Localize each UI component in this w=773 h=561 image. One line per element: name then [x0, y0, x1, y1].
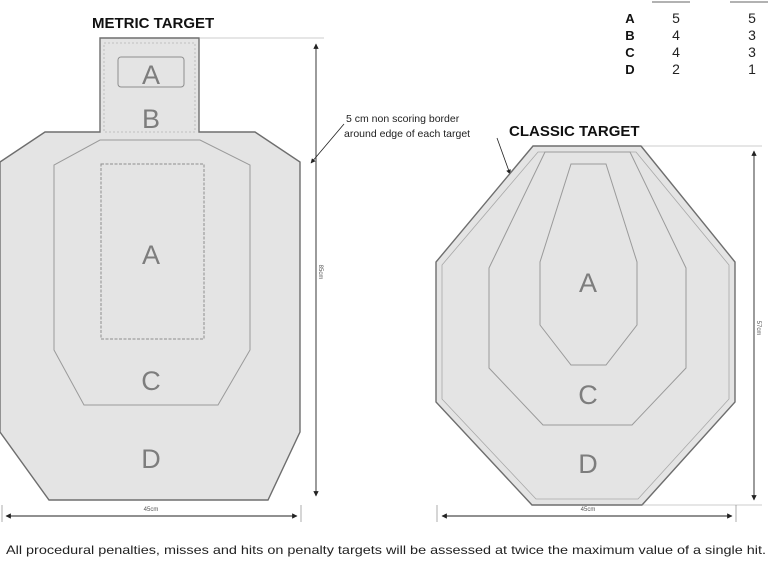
metric-zone-c-label: C — [141, 366, 161, 396]
score-zone-label: B — [625, 28, 634, 43]
score-value-classic: 1 — [748, 61, 756, 77]
metric-zone-b-line — [103, 42, 196, 133]
metric-height-label: 85cm — [317, 265, 323, 280]
score-table-row: C 4 3 — [625, 44, 756, 60]
classic-target: CLASSIC TARGET A C D 57cm 45cm — [435, 123, 762, 522]
score-value-classic: 3 — [748, 27, 756, 43]
footer-penalty-note: All procedural penalties, misses and hit… — [6, 544, 766, 557]
metric-zone-b-label: B — [142, 104, 160, 134]
classic-height-label: 57cm — [755, 321, 761, 336]
score-value-metric: 4 — [672, 27, 680, 43]
border-note-line2: around edge of each target — [344, 128, 470, 140]
metric-zone-a-label: A — [142, 240, 160, 270]
border-note-leader-right — [496, 137, 511, 175]
border-note: 5 cm non scoring border around edge of e… — [310, 113, 511, 175]
metric-target-title: METRIC TARGET — [92, 15, 214, 32]
score-table-row: B 4 3 — [625, 27, 756, 43]
score-value-classic: 5 — [748, 10, 756, 26]
metric-zone-d-label: D — [141, 444, 161, 474]
metric-zone-a-head-label: A — [142, 60, 160, 90]
metric-target: METRIC TARGET A B A C D 85cm 45cm — [0, 15, 324, 522]
metric-head-a-box — [117, 56, 185, 88]
classic-border-line — [441, 151, 730, 500]
metric-body-a-box — [100, 163, 205, 340]
metric-zone-c-line — [53, 139, 251, 406]
score-table: A 5 5 B 4 3 C 4 3 D 2 1 — [625, 1, 768, 77]
border-note-leader-left — [310, 123, 345, 164]
score-value-classic: 3 — [748, 44, 756, 60]
classic-zone-a-line — [539, 163, 638, 366]
score-table-row: D 2 1 — [625, 61, 756, 77]
metric-width-label: 45cm — [144, 507, 159, 513]
border-note-line1: 5 cm non scoring border — [346, 113, 460, 125]
score-value-metric: 2 — [672, 61, 680, 77]
score-table-row: A 5 5 — [625, 10, 756, 26]
classic-zone-c-label: C — [578, 380, 598, 410]
classic-width-label: 45cm — [581, 507, 596, 513]
classic-zone-d-label: D — [578, 449, 598, 479]
score-value-metric: 4 — [672, 44, 680, 60]
score-value-metric: 5 — [672, 10, 680, 26]
classic-target-title: CLASSIC TARGET — [509, 123, 640, 140]
score-zone-label: D — [625, 62, 634, 77]
classic-zone-a-label: A — [579, 268, 597, 298]
classic-zone-c-line — [488, 151, 687, 426]
score-zone-label: A — [625, 11, 635, 26]
score-zone-label: C — [625, 45, 635, 60]
